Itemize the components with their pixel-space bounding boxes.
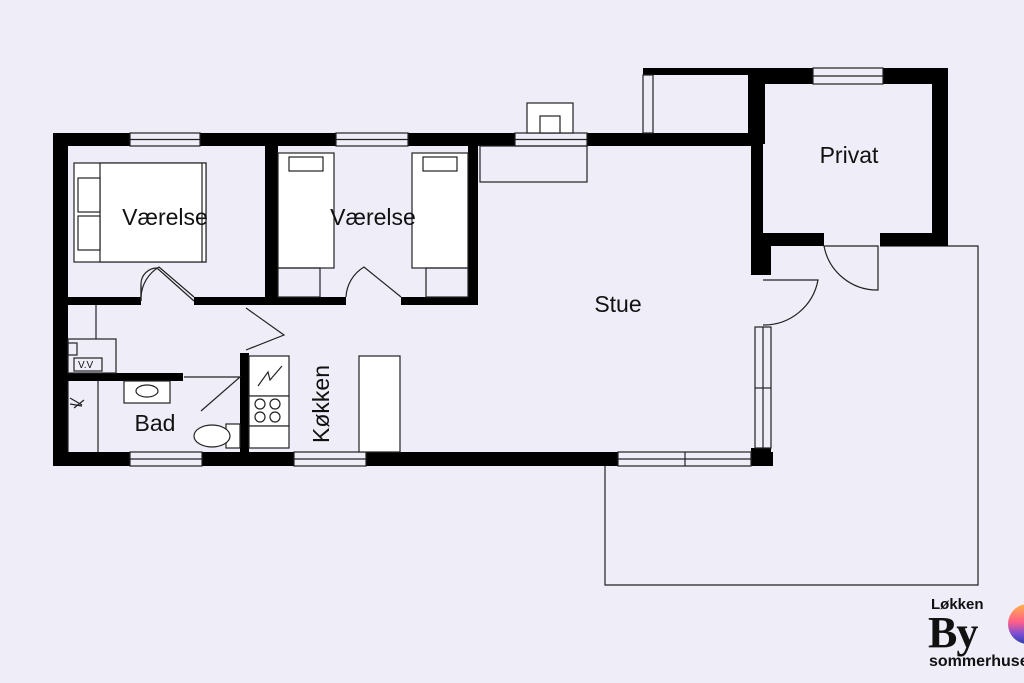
water-heater-label: V.V [78, 360, 94, 371]
terrace-outline [604, 245, 979, 586]
room-label-living: Stue [594, 291, 641, 317]
stove-chimney [479, 102, 588, 183]
doors [140, 245, 879, 412]
exterior-walls [53, 68, 948, 466]
bed-double [73, 162, 207, 263]
kitchen-fixtures [248, 355, 401, 453]
brand-logo: Løkken By sommerhuse [926, 592, 1024, 683]
wardrobes [277, 267, 469, 298]
interior-walls [53, 146, 478, 465]
bathroom-fixtures [69, 380, 241, 452]
logo-line-3: sommerhuse [929, 653, 1024, 670]
windows [129, 67, 884, 467]
sunset-logo-icon [1008, 604, 1024, 644]
bed-single-right [411, 152, 469, 269]
logo-line-1: Løkken [931, 596, 984, 613]
room-label-kitchen: Køkken [308, 365, 334, 443]
bed-single-left [277, 152, 335, 269]
room-label-bedroom-2: Værelse [330, 204, 416, 230]
logo-line-2: By [928, 608, 978, 657]
room-label-bath: Bad [135, 410, 176, 436]
hall-utility [67, 305, 117, 452]
room-label-bedroom-1: Værelse [122, 204, 208, 230]
room-label-private: Privat [820, 142, 879, 168]
